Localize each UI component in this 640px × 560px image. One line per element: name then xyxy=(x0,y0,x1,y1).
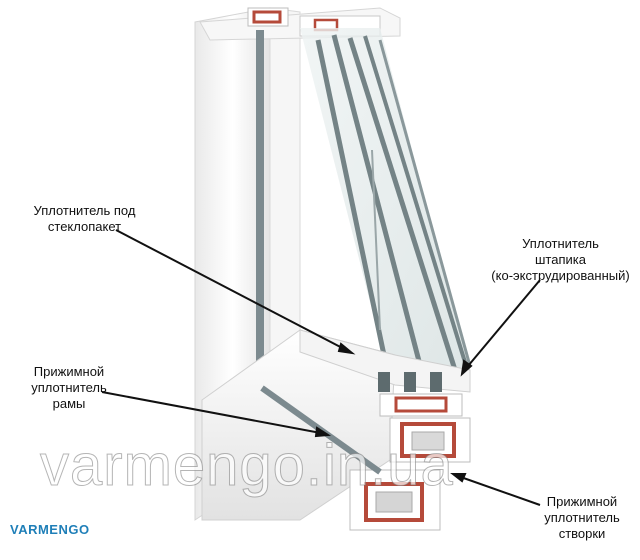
label-frame-seal: Прижимной уплотнитель рамы xyxy=(31,364,107,411)
callout-lines xyxy=(101,229,541,506)
brand-logo: VARMENGO xyxy=(10,522,90,537)
label-glass-seal: Уплотнитель под стеклопакет xyxy=(33,203,136,234)
sash-profile xyxy=(201,329,471,531)
label-sash-seal: Прижимной уплотнитель створки xyxy=(544,494,620,541)
label-bead-seal: Уплотнитель штапика (ко-экструдированный… xyxy=(491,236,630,283)
glass-unit xyxy=(300,28,472,380)
watermark-text: varmengo.in.ua xyxy=(40,433,454,499)
